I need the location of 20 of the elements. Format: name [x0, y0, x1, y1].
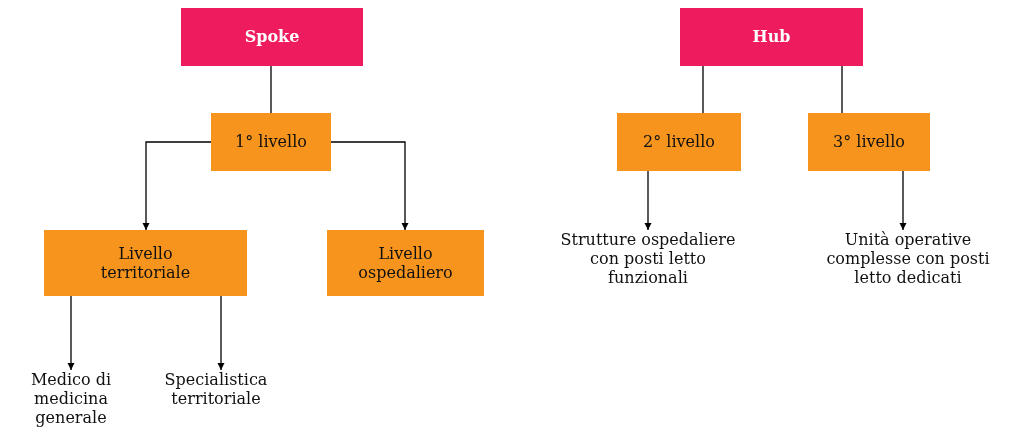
- header-box: Spoke: [181, 8, 363, 66]
- header-box: Hub: [680, 8, 863, 66]
- connector-line: [841, 65, 843, 114]
- level-box: 1° livello: [211, 113, 331, 171]
- leaf-text: Unità operative complesse con posti letto dedicati: [818, 230, 998, 302]
- level-box: 3° livello: [808, 113, 930, 171]
- connector-line: [270, 65, 272, 114]
- arrow: [67, 295, 75, 371]
- arrow: [899, 170, 907, 231]
- arrow: [142, 141, 212, 231]
- leaf-text: Specialistica territoriale: [146, 370, 286, 416]
- leaf-text: Medico di medicina generale: [16, 370, 126, 440]
- arrow: [644, 170, 652, 231]
- level-box: Livello territoriale: [44, 230, 247, 296]
- leaf-text: Strutture ospedaliere con posti letto funzionali: [548, 230, 748, 302]
- arrow: [330, 141, 409, 231]
- connector-line: [702, 65, 704, 114]
- arrow: [217, 295, 225, 371]
- level-box: Livello ospedaliero: [327, 230, 484, 296]
- level-box: 2° livello: [617, 113, 741, 171]
